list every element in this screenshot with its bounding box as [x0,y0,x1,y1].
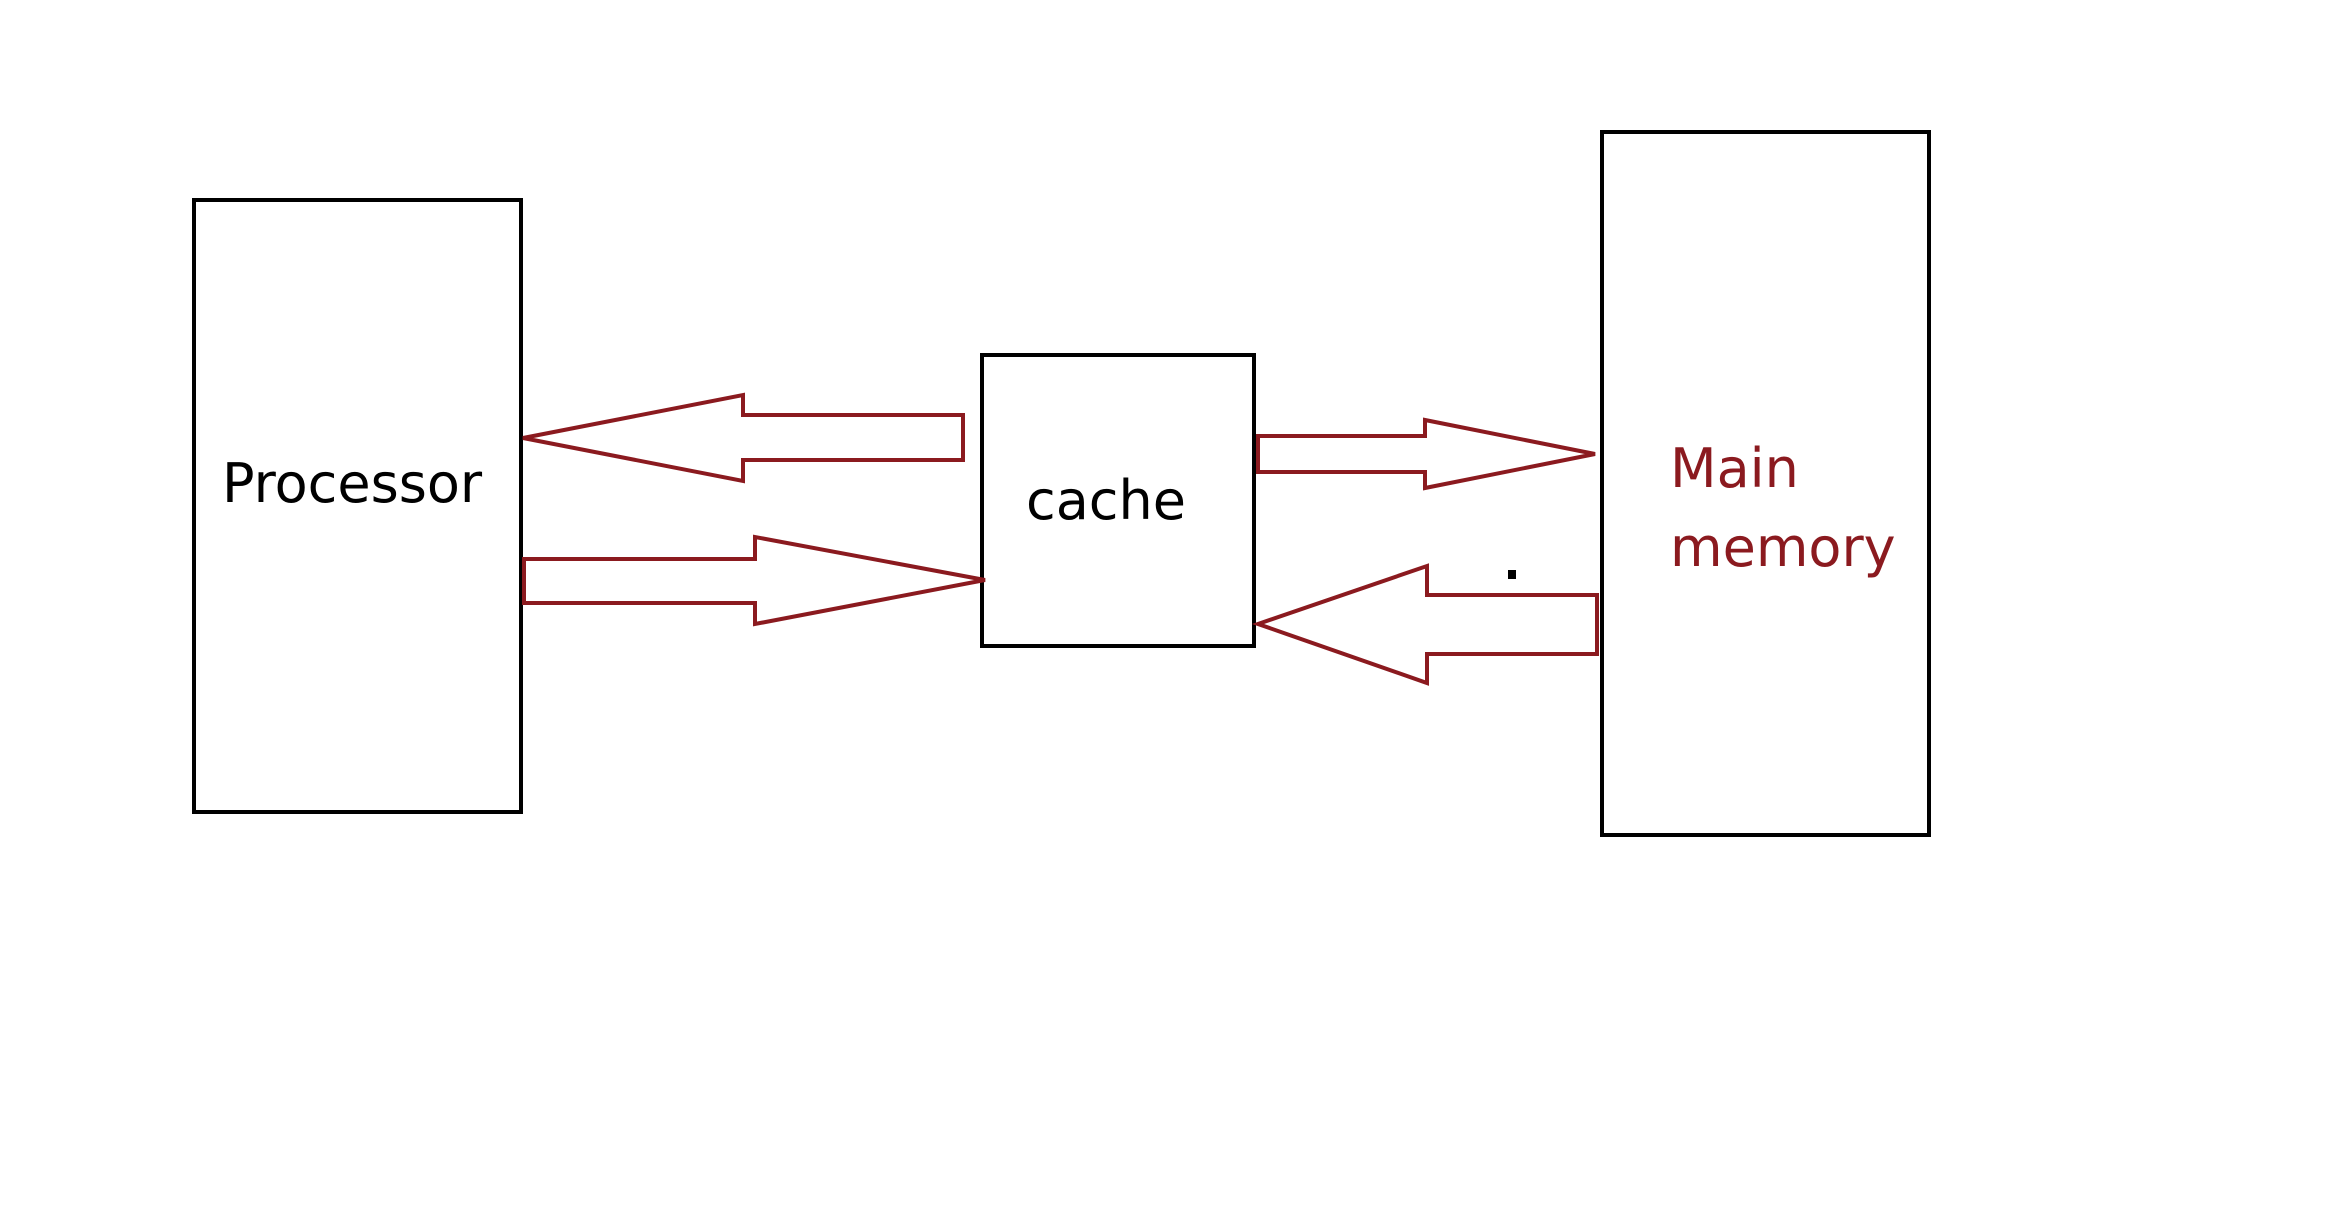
main-memory-label: Main memory [1670,437,1896,579]
cache-box [980,353,1256,648]
processor-label: Processor [222,452,483,515]
processor-box [192,198,523,814]
arrow-main-memory-to-cache [1251,563,1599,686]
arrow-cache-to-main-memory [1256,417,1596,491]
main-memory-label-line1: Main [1670,437,1799,500]
cache-label: cache [1026,469,1186,532]
arrow-cache-to-processor [522,392,965,484]
stray-dot-mark [1508,570,1516,579]
arrow-processor-to-cache [522,534,986,627]
main-memory-label-line2: memory [1670,516,1896,579]
main-memory-box [1600,130,1931,837]
